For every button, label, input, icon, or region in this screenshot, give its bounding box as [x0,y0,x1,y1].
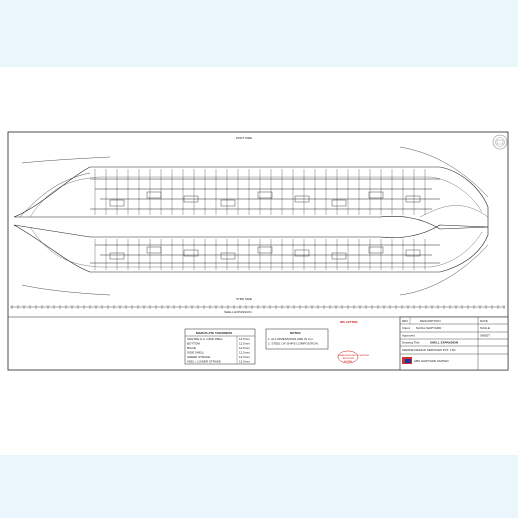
plate-detail [109,252,125,260]
thickness-row-value: 12.5mm [239,355,250,359]
thickness-table-title: MAIN PLATE THICKNESS [196,331,232,335]
client-name: NAVAL SHIPYARD [416,326,442,330]
plate-seams [90,178,440,264]
bottom-background [0,455,518,518]
plate-detail [257,191,273,199]
thickness-row-label: SHEER STRAKE [187,355,210,359]
drawing-title: SHELL EXPANSION [430,341,458,345]
approval-stamp: IRS LETTER INDIAN REGISTER OF SHIPPING A… [337,320,369,364]
shell-expansion-drawing: PORT SIDE STBD SIDE SHELL EXPANSION MAIN… [7,131,509,371]
plate-detail [109,199,125,207]
sheet-label: SHEET [480,334,490,338]
plate-detail [368,246,384,254]
thickness-row-label: KEEL / LOWER STRAKE [187,360,221,364]
top-background [0,0,518,67]
revision-seal-icon [492,134,508,150]
drawing-sheet: PORT SIDE STBD SIDE SHELL EXPANSION MAIN… [0,67,518,455]
thickness-row-value: 12.5mm [239,342,250,346]
notes-title: NOTES: [290,331,301,335]
plate-detail [146,246,162,254]
thickness-row-value: 12.5mm [239,346,250,350]
seal-line: MUMBAI [344,360,352,363]
scale-label: SCALE [480,326,490,330]
thickness-row-value: 12.5mm [239,351,250,355]
shell-expansion-label: SHELL EXPANSION [224,310,252,314]
seal-line: APPROVED [343,357,355,360]
plate-detail [331,199,347,207]
seal-line: INDIAN REGISTER OF SHIPPING [338,354,369,357]
thickness-row-label: BOTTOM [187,342,200,346]
approval-title: IRS LETTER [340,320,358,324]
plate-detail [183,195,199,203]
approved-label: Approved [402,334,415,338]
thickness-row-label: CENTRE & A. GIRD WELL [187,337,223,341]
plate-detail [294,195,310,203]
notes-box: NOTES: 1. ALL DIMENSIONS ARE IN mm. 2. S… [265,328,329,350]
plate-detail [405,195,421,203]
designer-name: MARINE DESIGN SERVICES PVT. LTD. [402,348,456,352]
rev-header: DESCRIPTION [420,319,441,323]
plate-detail [220,199,236,207]
designer-logo-icon [402,357,412,364]
frame-lines [94,169,426,270]
approval-seal-icon [337,350,359,364]
note-line: 1. ALL DIMENSIONS ARE IN mm. [268,337,314,341]
plate-thickness-table: MAIN PLATE THICKNESS CENTRE & A. GIRD WE… [184,328,256,365]
client-label: Client: [402,326,411,330]
thickness-row-value: 12.5mm [239,337,250,341]
thickness-row-value: 12.5mm [239,360,250,364]
plate-detail [294,249,310,257]
plate-detail [405,249,421,257]
drawing-border [7,131,509,371]
port-hull-expansion [13,146,489,230]
rev-header: REV [402,319,408,323]
plate-detail [331,252,347,260]
frame-scale [10,305,505,309]
stbd-hull-expansion [13,224,489,296]
plate-detail [257,246,273,254]
plate-detail [368,191,384,199]
drawing-title-label: Drawing Title: [402,341,420,345]
builder-name: ABS SHIPYARD LIMITED [414,359,449,363]
stbd-side-label: STBD SIDE [236,297,252,301]
plate-detail [146,191,162,199]
thickness-row-label: SIDE SHELL [187,351,205,355]
note-line: 2. STEEL OF SHIPS COMPOSITION. [268,342,319,346]
port-side-label: PORT SIDE [236,136,252,140]
plate-detail [220,252,236,260]
thickness-row-label: BILGE [187,346,196,350]
plate-detail [183,249,199,257]
title-block: REV DESCRIPTION DATE Client: NAVAL SHIPY… [399,316,509,371]
rev-header: DATE [480,319,488,323]
